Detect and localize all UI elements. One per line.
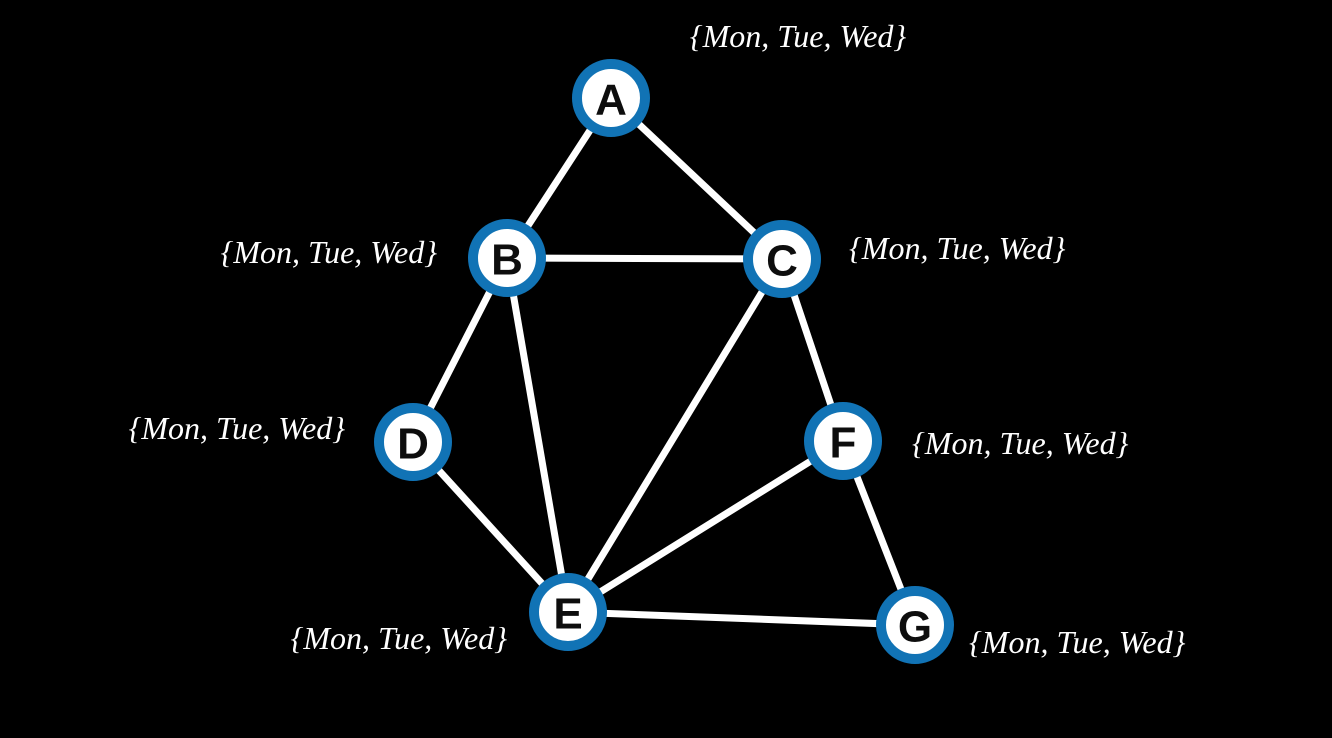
- edge-E-G: [564, 608, 919, 629]
- node-D: D: [374, 403, 452, 481]
- domain-label-G: {Mon, Tue, Wed}: [969, 624, 1186, 660]
- node-letter-A: A: [595, 75, 627, 124]
- node-circle-B: [468, 219, 546, 297]
- node-letter-F: F: [830, 418, 857, 467]
- domain-label-C: {Mon, Tue, Wed}: [849, 230, 1066, 266]
- node-circle-A: [572, 59, 650, 137]
- node-letter-G: G: [898, 602, 932, 651]
- edge-C-E: [564, 255, 786, 616]
- domain-label-F: {Mon, Tue, Wed}: [912, 425, 1129, 461]
- edge-A-C: [607, 94, 786, 263]
- node-letter-D: D: [397, 419, 429, 468]
- domain-label-D: {Mon, Tue, Wed}: [129, 410, 346, 446]
- node-circle-C: [743, 220, 821, 298]
- node-letter-E: E: [553, 589, 582, 638]
- domain-labels-layer: {Mon, Tue, Wed} {Mon, Tue, Wed} {Mon, Tue,…: [129, 18, 1186, 660]
- node-circle-E: [529, 573, 607, 651]
- edge-B-C: [503, 254, 786, 263]
- node-letter-C: C: [766, 236, 798, 285]
- node-letter-B: B: [491, 235, 523, 284]
- node-C: C: [743, 220, 821, 298]
- node-F: F: [804, 402, 882, 480]
- domain-label-E: {Mon, Tue, Wed}: [291, 620, 508, 656]
- node-E: E: [529, 573, 607, 651]
- nodes-layer: A B C D E F G: [374, 59, 954, 664]
- domain-label-A: {Mon, Tue, Wed}: [690, 18, 907, 54]
- domain-label-B: {Mon, Tue, Wed}: [221, 234, 438, 270]
- node-circle-F: [804, 402, 882, 480]
- edge-B-E: [503, 254, 572, 616]
- node-circle-D: [374, 403, 452, 481]
- node-B: B: [468, 219, 546, 297]
- node-A: A: [572, 59, 650, 137]
- edges-layer: [409, 94, 919, 629]
- node-circle-G: [876, 586, 954, 664]
- edge-E-F: [564, 437, 847, 616]
- node-G: G: [876, 586, 954, 664]
